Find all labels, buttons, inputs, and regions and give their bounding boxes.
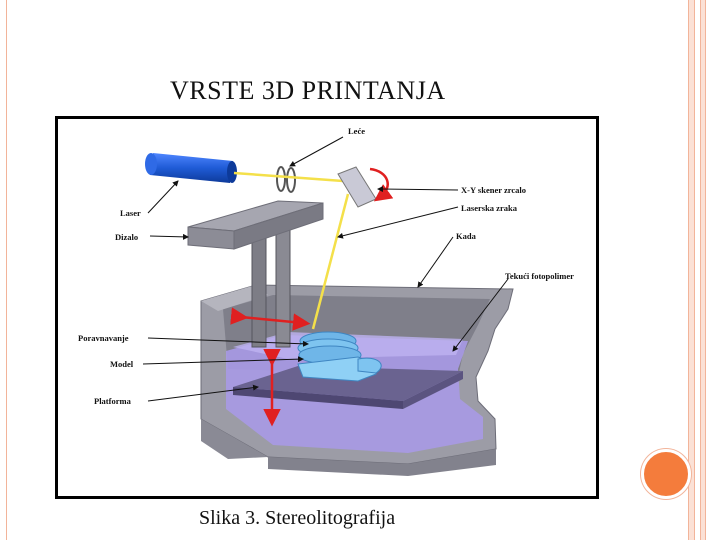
slide-title: VRSTE 3D PRINTANJA (170, 76, 446, 105)
callout-arrows (142, 136, 509, 402)
lens (276, 166, 296, 193)
label-laser: Laser (120, 208, 141, 218)
label-xy-mirror: X-Y skener zrcalo (461, 185, 526, 195)
leveling-arrow (230, 307, 311, 331)
label-model: Model (110, 359, 134, 369)
stereolithography-diagram: Leće X-Y skener zrcalo Laser Laserska zr… (55, 116, 599, 499)
label-lece: Leće (348, 126, 365, 136)
label-laser-beam: Laserska zraka (461, 203, 518, 213)
right-border-stripe (700, 0, 706, 540)
left-border-line (6, 0, 7, 540)
xy-mirror (337, 166, 377, 208)
decorative-circle (641, 449, 691, 499)
model (297, 331, 382, 382)
label-platform: Platforma (94, 396, 132, 406)
diagram-svg: Leće X-Y skener zrcalo Laser Laserska zr… (78, 126, 574, 476)
label-elevator: Dizalo (115, 232, 138, 242)
right-border-stripe (688, 0, 695, 540)
mirror-rotation-arrow (369, 167, 394, 202)
label-vat: Kada (456, 231, 477, 241)
label-photopolymer: Tekući fotopolimer (505, 271, 574, 281)
laser-beam (233, 171, 350, 330)
laser-device (145, 153, 237, 183)
label-leveling: Poravnavanje (78, 333, 129, 343)
figure-caption: Slika 3. Stereolitografija (199, 507, 396, 529)
